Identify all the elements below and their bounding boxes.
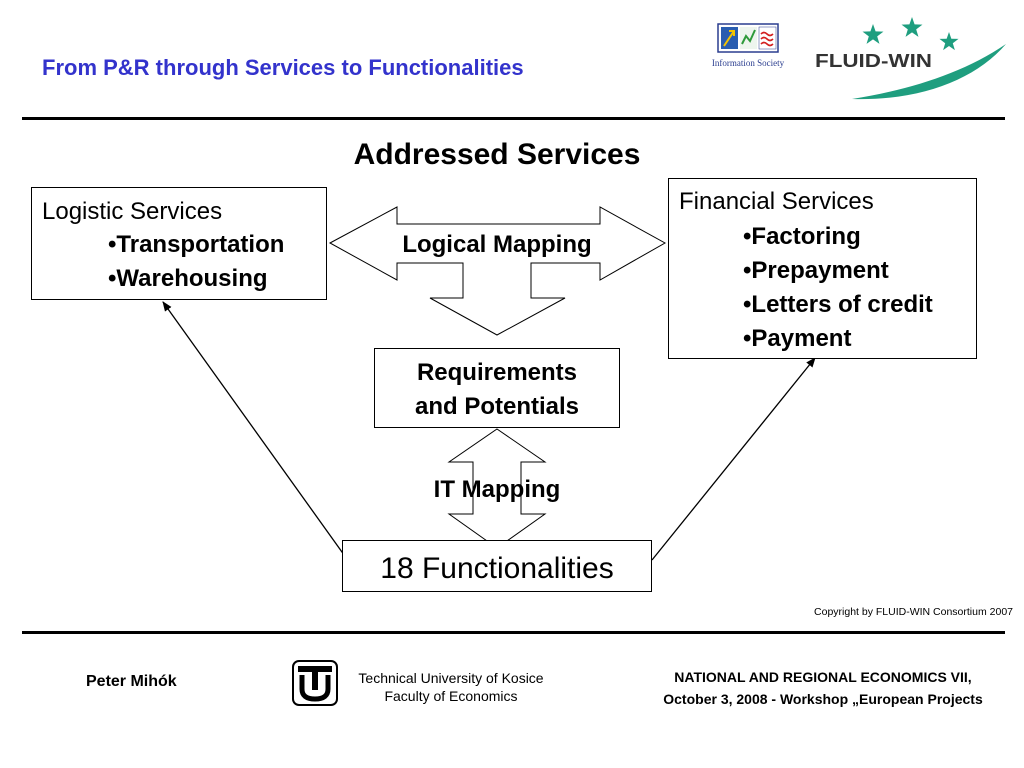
requirements-line: and Potentials	[414, 393, 580, 420]
functionalities-box	[342, 540, 652, 592]
financial-services-title: Financial Services	[679, 188, 874, 215]
list-item: •Prepayment	[743, 257, 889, 284]
arrow-to-logistic	[162, 301, 353, 567]
list-item: •Factoring	[743, 223, 861, 250]
star-icon	[901, 17, 923, 37]
requirements-line: Requirements	[416, 359, 578, 386]
information-society-label: Information Society	[712, 58, 785, 68]
bottom-divider	[22, 631, 1005, 634]
footer-event-title: NATIONAL AND REGIONAL ECONOMICS VII,	[674, 669, 972, 685]
footer-faculty: Faculty of Economics	[384, 688, 518, 704]
tu-kosice-logo	[292, 660, 338, 706]
requirements-box	[374, 348, 620, 428]
footer-author: Peter Mihók	[86, 673, 177, 690]
logistic-services-box	[31, 187, 327, 300]
functionalities-label: 18 Functionalities	[380, 552, 614, 585]
list-item: •Letters of credit	[743, 291, 933, 318]
logical-mapping-arrow	[328, 206, 667, 336]
addressed-services-heading: Addressed Services	[353, 138, 641, 171]
arrow-to-financial	[651, 357, 816, 561]
financial-services-box	[668, 178, 977, 359]
fluid-win-label: FLUID-WIN	[815, 51, 932, 71]
logistic-services-title: Logistic Services	[42, 198, 223, 225]
slide-title: From P&R through Services to Functionali…	[42, 55, 524, 80]
fluid-win-logo: FLUID-WIN	[815, 17, 1006, 100]
footer-event-date: October 3, 2008 - Workshop „European Pro…	[663, 691, 983, 707]
logical-mapping-label: Logical Mapping	[402, 231, 592, 258]
information-society-logo: Information Society	[712, 23, 785, 68]
list-item: •Transportation	[108, 231, 285, 258]
footer-university: Technical University of Kosice	[358, 670, 544, 686]
list-item: •Warehousing	[108, 265, 268, 292]
swoosh-shape	[852, 44, 1006, 100]
list-item: •Payment	[743, 325, 852, 352]
star-icon	[862, 24, 884, 44]
copyright-note: Copyright by FLUID-WIN Consortium 2007	[814, 606, 1013, 618]
star-icon	[939, 32, 959, 51]
it-mapping-label: IT Mapping	[433, 476, 561, 503]
top-divider	[22, 117, 1005, 120]
